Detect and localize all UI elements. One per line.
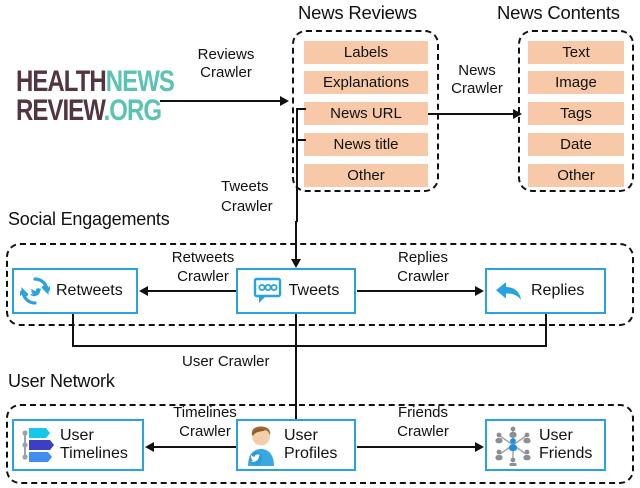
user-timelines-label-line1: User: [60, 427, 94, 444]
news-crawler-label-line1: News: [458, 62, 496, 79]
user-timelines-entity-box[interactable]: User Timelines: [12, 419, 144, 471]
healthnewsreview-logo: HEALTHNEWS REVIEW.ORG: [16, 65, 213, 127]
retweets-label: Retweets: [56, 282, 123, 299]
news-reviews-field-explanations: Explanations: [304, 71, 428, 94]
retweets-down-connector: [72, 314, 74, 347]
user-friends-label-line1: User: [539, 427, 573, 444]
friends-crawler-arrow-head: [475, 442, 484, 452]
friends-crawler-label-line1: Friends: [397, 404, 449, 421]
user-timelines-label: User Timelines: [60, 427, 128, 463]
retweet-icon: [20, 277, 50, 305]
replies-label: Replies: [531, 282, 585, 299]
user-profiles-entity-box[interactable]: User Profiles: [236, 419, 356, 471]
timeline-icon: [22, 428, 54, 462]
tweets-crawler-label-line1: Tweets: [221, 178, 269, 195]
timelines-crawler-label-line1: Timelines: [173, 404, 237, 421]
friends-crawler-label-line2: Crawler: [397, 423, 449, 440]
replies-entity-box[interactable]: Replies: [485, 268, 606, 314]
retweets-crawler-label-line1: Retweets: [171, 249, 235, 266]
social-engagements-group: [6, 243, 634, 326]
user-friends-network-icon: [495, 426, 531, 466]
user-profiles-label-line2: Profiles: [284, 445, 338, 462]
news-contents-title: News Contents: [497, 2, 620, 23]
social-engagements-title: Social Engagements: [8, 209, 170, 229]
news-contents-field-date: Date: [528, 133, 624, 156]
reviews-crawler-label-line2: Crawler: [200, 64, 252, 81]
replies-crawler-label-line2: Crawler: [397, 268, 449, 285]
retweets-crawler-label-line2: Crawler: [177, 268, 229, 285]
tweets-bracket-vertical: [296, 108, 298, 222]
timelines-crawler-arrow-line: [154, 446, 236, 448]
retweets-crawler-arrow-line: [148, 290, 237, 292]
logo-review-text: REVIEW: [16, 94, 105, 127]
tweets-bracket-stub-url: [296, 108, 306, 110]
logo-news-text: NEWS: [105, 65, 175, 98]
retweets-entity-box[interactable]: Retweets: [12, 268, 138, 314]
timelines-crawler-arrow-head: [145, 442, 154, 452]
user-profiles-label-line1: User: [284, 427, 318, 444]
news-reviews-field-labels: Labels: [304, 41, 428, 64]
user-network-title: User Network: [8, 371, 115, 391]
user-profile-icon: [248, 426, 274, 466]
news-reviews-field-news-title: News title: [304, 133, 428, 156]
user-timelines-label-line2: Timelines: [60, 445, 128, 462]
news-reviews-title: News Reviews: [298, 2, 417, 23]
reviews-crawler-arrow-line: [160, 100, 280, 102]
tweets-entity-box[interactable]: Tweets: [236, 268, 356, 314]
replies-crawler-arrow-head: [475, 286, 484, 296]
tweets-bracket-stub-title: [296, 139, 306, 141]
tweets-label: Tweets: [288, 282, 340, 299]
news-contents-field-other: Other: [528, 164, 624, 187]
reply-arrow-icon: [496, 282, 521, 300]
reviews-crawler-arrow-head: [280, 96, 289, 106]
news-crawler-arrow-head: [513, 109, 522, 119]
logo-org-text: .ORG: [103, 94, 162, 127]
news-reviews-field-news-url: News URL: [304, 102, 428, 125]
news-crawler-arrow-line: [428, 113, 513, 115]
retweets-crawler-arrow-head: [139, 286, 148, 296]
news-reviews-group: [292, 30, 439, 192]
tweets-crawler-arrow-head: [291, 259, 301, 268]
user-friends-entity-box[interactable]: User Friends: [485, 419, 606, 471]
replies-down-connector: [545, 314, 547, 347]
news-contents-field-text: Text: [528, 41, 624, 64]
news-contents-field-tags: Tags: [528, 102, 624, 125]
logo-health-text: HEALTH: [16, 65, 107, 98]
replies-crawler-arrow-line: [357, 290, 475, 292]
user-crawler-label: User Crawler: [182, 353, 270, 370]
news-crawler-label-line2: Crawler: [451, 80, 503, 97]
reviews-crawler-label-line1: Reviews: [197, 46, 255, 63]
tweets-crawler-arrow-line: [295, 221, 297, 264]
user-friends-label-line2: Friends: [539, 445, 593, 462]
news-reviews-field-other: Other: [304, 164, 428, 187]
news-contents-field-image: Image: [528, 71, 624, 94]
news-contents-group: [518, 30, 634, 192]
timelines-crawler-label-line2: Crawler: [179, 423, 231, 440]
user-crawler-arrow-line: [295, 314, 297, 428]
user-crawler-bus-line: [72, 345, 547, 347]
tweets-crawler-label-line2: Crawler: [221, 198, 273, 215]
replies-crawler-label-line1: Replies: [397, 249, 449, 266]
tweet-bubble-icon: [253, 277, 281, 303]
friends-crawler-arrow-line: [357, 446, 475, 448]
user-friends-label: User Friends: [539, 427, 592, 463]
user-profiles-label: User Profiles: [284, 427, 337, 463]
user-network-group: [6, 404, 634, 484]
